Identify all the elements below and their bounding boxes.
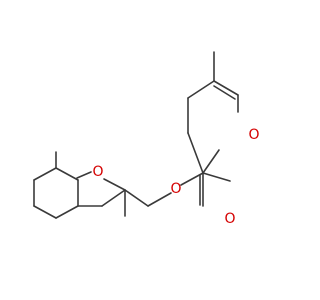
oxygen-labels: O O O O <box>92 127 259 227</box>
structure-canvas: O O O O <box>33 51 260 227</box>
left-ring <box>33 151 92 219</box>
bond <box>33 167 57 181</box>
chemical-structure: O O O O <box>33 51 260 227</box>
bond <box>187 80 215 99</box>
bond <box>187 132 204 174</box>
ring-oxygen-left: O <box>92 164 103 180</box>
bond <box>147 192 172 207</box>
right-ring <box>187 51 239 174</box>
bond <box>202 149 220 174</box>
bond <box>55 167 79 181</box>
ester-oxygen: O <box>170 181 181 197</box>
bond <box>124 189 149 207</box>
bond <box>55 205 79 219</box>
bond <box>213 80 239 96</box>
carbonyl-oxygen: O <box>224 211 235 227</box>
bond <box>76 171 92 179</box>
ring-oxygen-right: O <box>248 127 259 143</box>
bond <box>103 178 126 191</box>
bond <box>33 205 57 219</box>
bond <box>213 85 236 100</box>
ester-carbonyl <box>199 172 231 207</box>
bond <box>101 189 126 207</box>
bond <box>202 172 231 182</box>
